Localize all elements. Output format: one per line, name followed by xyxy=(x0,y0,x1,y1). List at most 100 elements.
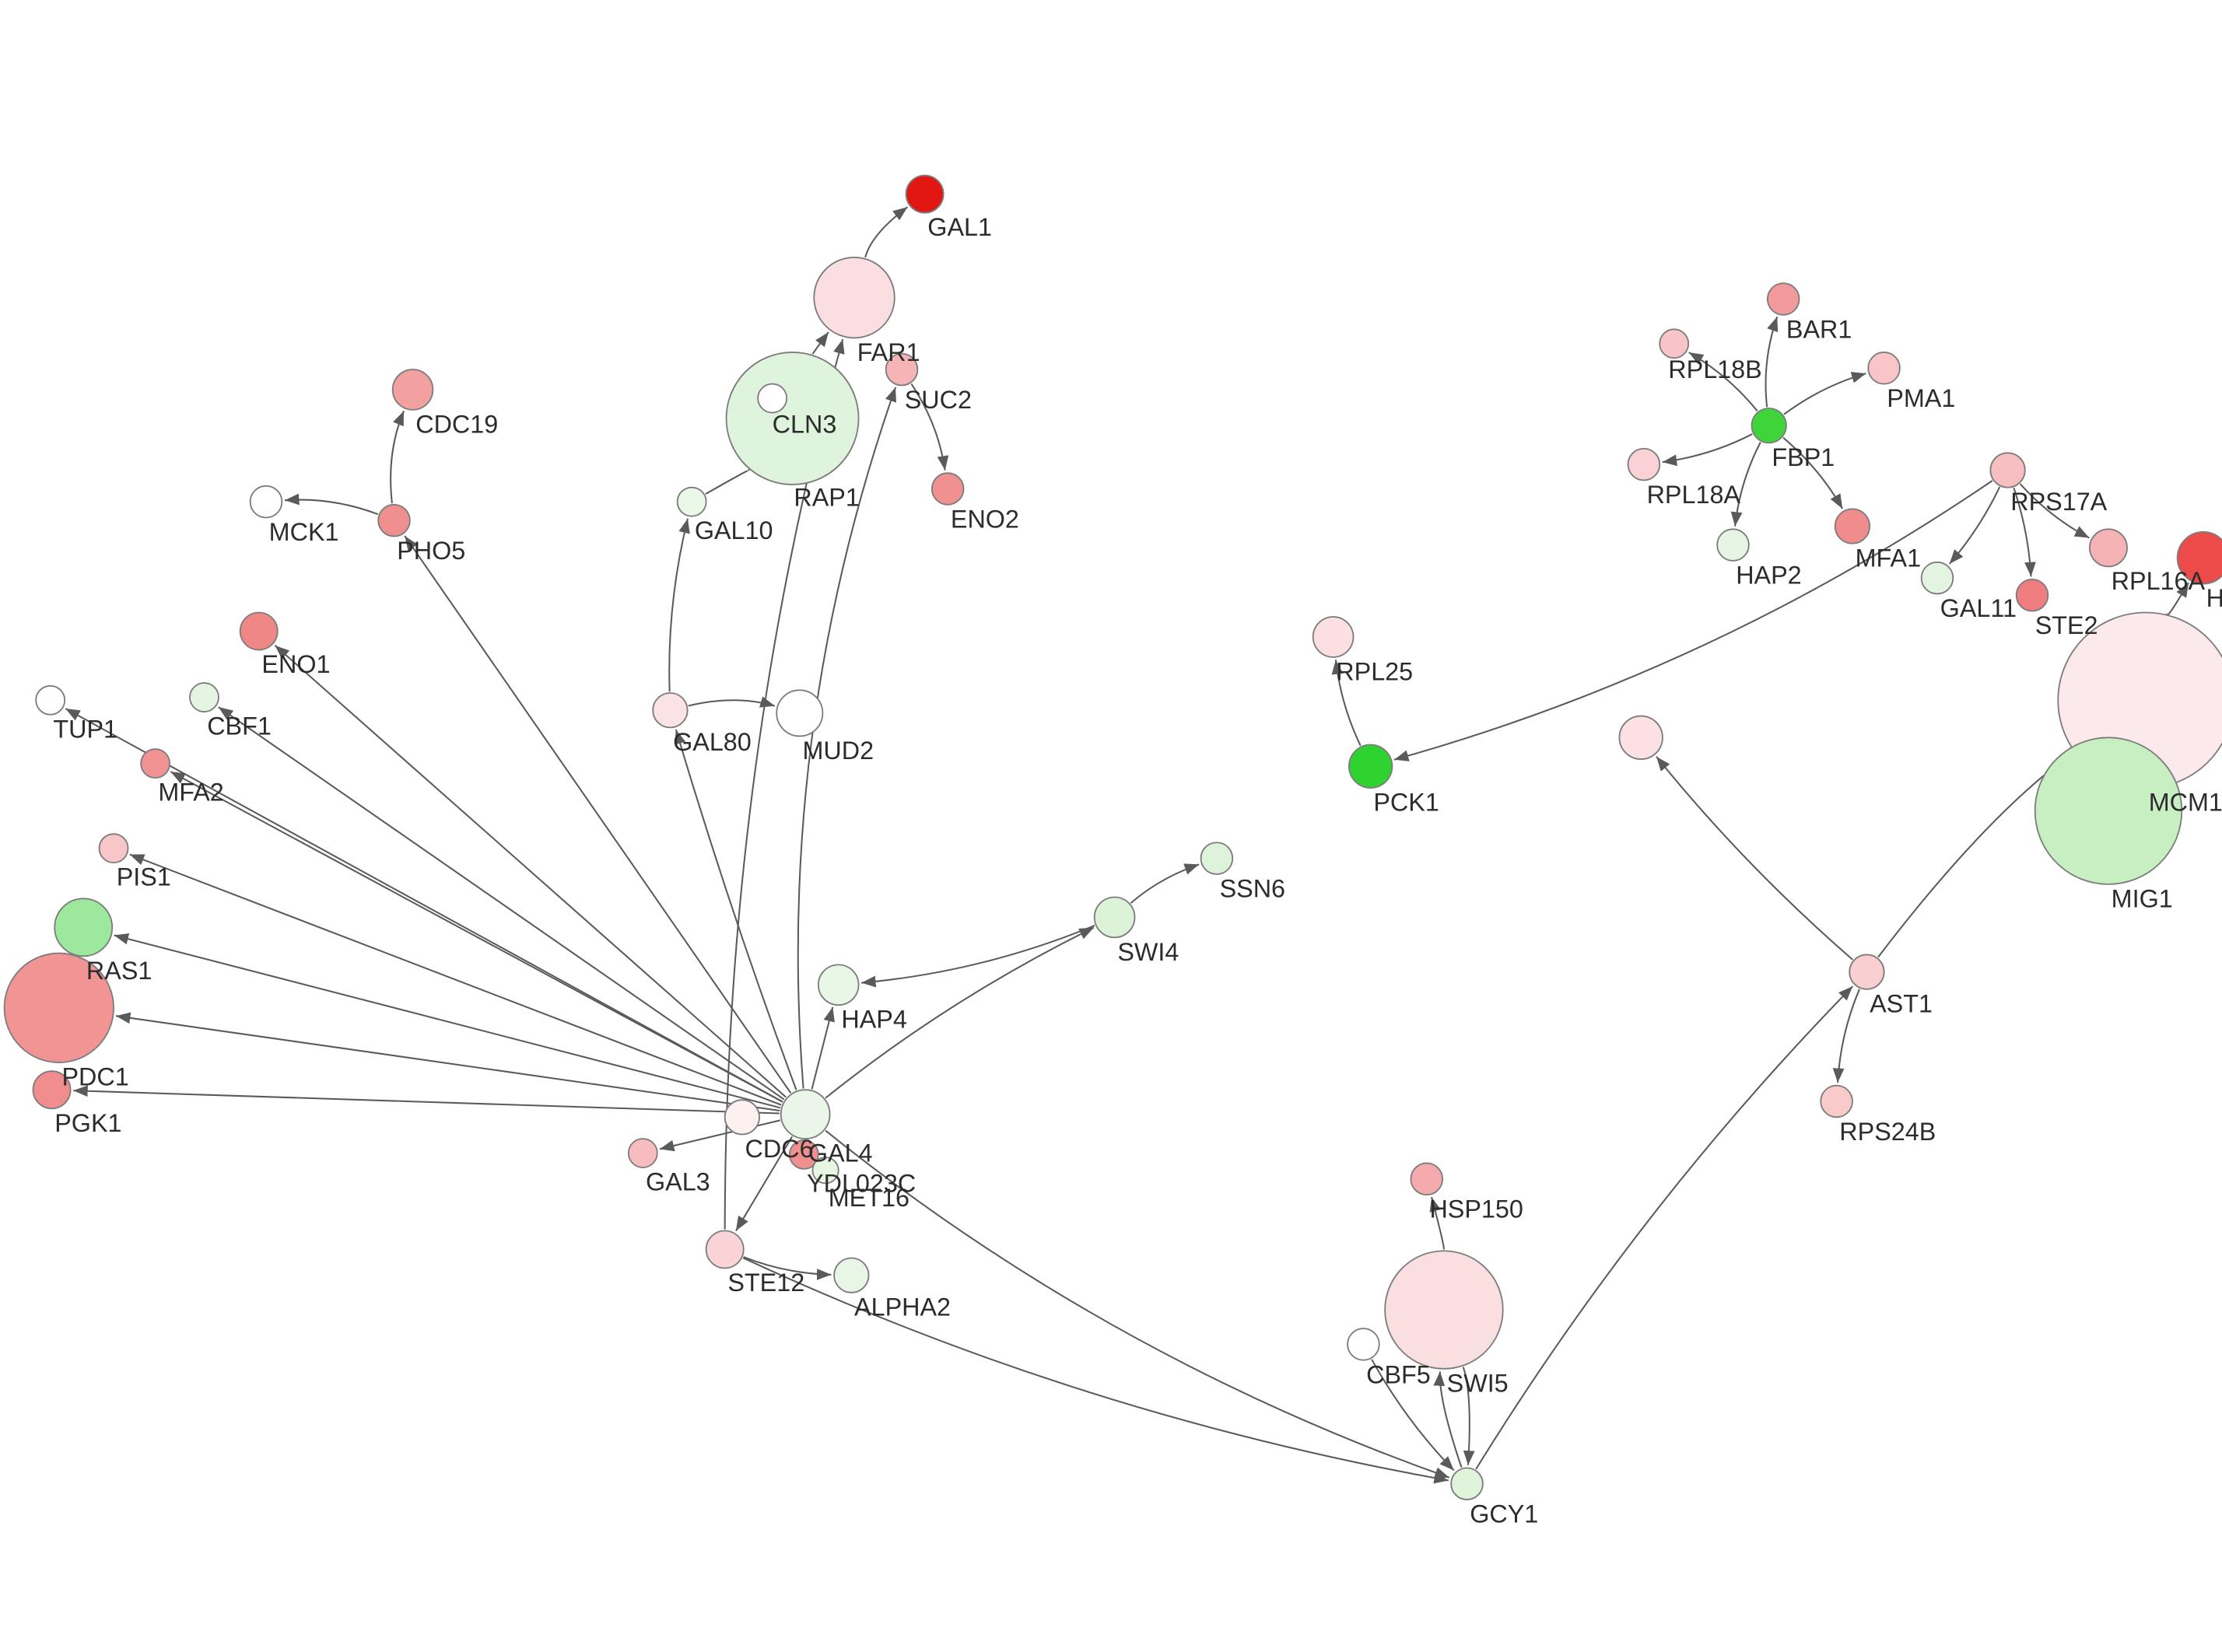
edge-rps17a-pck1[interactable] xyxy=(1393,480,1993,761)
edge-gal4-ste12[interactable] xyxy=(735,1136,794,1232)
node-gcy1[interactable] xyxy=(1450,1467,1484,1500)
edge-gal4-tup1[interactable] xyxy=(65,708,783,1103)
node-gal11[interactable] xyxy=(1920,561,1954,595)
edge-fbp1-mfa1[interactable] xyxy=(1782,436,1844,509)
node-mfa2[interactable] xyxy=(140,748,171,779)
edge-rps17a-gal11[interactable] xyxy=(1948,486,2001,565)
edge-gcy1-swi5[interactable] xyxy=(1433,1371,1463,1468)
edge-suc2-eno2[interactable] xyxy=(910,383,949,471)
node-tup1[interactable] xyxy=(35,684,66,716)
node-cbf5[interactable] xyxy=(1347,1328,1380,1361)
node-mck1[interactable] xyxy=(249,485,283,519)
node-his4[interactable] xyxy=(2176,531,2222,585)
node-mfa1[interactable] xyxy=(1834,508,1871,544)
node-ras1[interactable] xyxy=(54,898,114,957)
edge-far1-gal1[interactable] xyxy=(864,206,909,258)
node-pho5[interactable] xyxy=(377,503,411,537)
edge-gal4-gal80[interactable] xyxy=(675,729,797,1090)
edge-gal80-mud2[interactable] xyxy=(688,696,776,708)
node-ste12[interactable] xyxy=(705,1230,745,1269)
edge-fbp1-bar1[interactable] xyxy=(1765,316,1779,408)
edge-ast1-node1[interactable] xyxy=(1656,756,1853,961)
node-cdc6[interactable] xyxy=(724,1099,760,1136)
node-alpha2[interactable] xyxy=(833,1257,870,1293)
node-ast1[interactable] xyxy=(1849,954,1885,990)
edge-gal4-mfa2[interactable] xyxy=(170,771,783,1103)
edge-ste12-alpha2[interactable] xyxy=(743,1256,832,1280)
node-pma1[interactable] xyxy=(1867,351,1901,385)
node-swi4[interactable] xyxy=(1093,896,1136,939)
edge-gal4-swi4[interactable] xyxy=(825,926,1095,1099)
edge-cln3-far1[interactable] xyxy=(811,331,829,355)
edge-gal4-pdc1[interactable] xyxy=(115,1012,780,1112)
node-met16[interactable] xyxy=(811,1157,839,1185)
edge-gal80-gal10[interactable] xyxy=(668,518,690,692)
node-rpl25[interactable] xyxy=(1312,616,1355,658)
edge-gcy1-ast1[interactable] xyxy=(1475,985,1854,1470)
node-rpl18b[interactable] xyxy=(1659,328,1690,359)
edge-gal4-pho5[interactable] xyxy=(404,535,792,1094)
edge-fbp1-pma1[interactable] xyxy=(1783,372,1866,415)
node-mud2[interactable] xyxy=(776,689,824,737)
edge-gal4-cbf1[interactable] xyxy=(218,706,785,1101)
edge-gal4-suc2[interactable] xyxy=(797,387,897,1089)
node-node1[interactable] xyxy=(1618,715,1663,760)
node-gal1[interactable] xyxy=(905,174,945,214)
node-rpl16a[interactable] xyxy=(2089,528,2128,568)
edge-gal10-cln3[interactable] xyxy=(705,456,762,495)
edge-ste12-gcy1[interactable] xyxy=(742,1257,1449,1484)
node-ste2[interactable] xyxy=(2015,579,2049,612)
edge-gal4-gcy1[interactable] xyxy=(825,1129,1450,1479)
edge-pck1-rpl25[interactable] xyxy=(1331,660,1362,747)
edge-fbp1-rpl18b[interactable] xyxy=(1688,352,1758,412)
edge-swi5-hsp150[interactable] xyxy=(1429,1196,1445,1250)
node-mig1[interactable] xyxy=(2034,737,2183,885)
edge-gal4-eno1[interactable] xyxy=(274,645,787,1098)
node-gal10[interactable] xyxy=(676,486,707,517)
node-ydl023c[interactable] xyxy=(788,1139,819,1170)
node-rpl18a[interactable] xyxy=(1627,447,1661,481)
node-rap1[interactable] xyxy=(757,383,788,414)
node-eno2[interactable] xyxy=(931,472,965,506)
node-gal80[interactable] xyxy=(652,692,689,729)
node-cdc19[interactable] xyxy=(391,369,434,411)
node-pdc1[interactable] xyxy=(3,952,114,1064)
node-hap4[interactable] xyxy=(817,964,860,1006)
node-far1[interactable] xyxy=(813,256,895,339)
node-bar1[interactable] xyxy=(1766,282,1800,316)
node-rps17a[interactable] xyxy=(1989,452,2026,488)
edge-fbp1-rpl18a[interactable] xyxy=(1662,433,1753,467)
edge-gal4-pis1[interactable] xyxy=(129,853,782,1106)
edge-pho5-mck1[interactable] xyxy=(284,493,379,516)
node-eno1[interactable] xyxy=(239,611,279,651)
node-label-pdc1: PDC1 xyxy=(61,1063,128,1091)
edge-swi5-gcy1[interactable] xyxy=(1462,1367,1475,1465)
edge-rps17a-ste2[interactable] xyxy=(2013,487,2036,577)
edge-pho5-cdc19[interactable] xyxy=(390,410,405,504)
node-cbf1[interactable] xyxy=(189,682,219,712)
edge-gal4-ras1[interactable] xyxy=(114,933,781,1109)
node-swi5[interactable] xyxy=(1384,1250,1504,1370)
node-pgk1[interactable] xyxy=(32,1070,72,1110)
edge-gal4-pgk1[interactable] xyxy=(73,1085,780,1115)
node-pis1[interactable] xyxy=(98,833,129,864)
node-pck1[interactable] xyxy=(1348,744,1393,789)
node-fbp1[interactable] xyxy=(1751,408,1787,444)
node-rps24b[interactable] xyxy=(1820,1084,1853,1118)
edge-rps17a-rpl16a[interactable] xyxy=(2019,483,2090,539)
node-hsp150[interactable] xyxy=(1410,1162,1444,1196)
node-cln3[interactable] xyxy=(725,351,860,485)
node-gal3[interactable] xyxy=(627,1138,658,1168)
edge-swi4-ssn6[interactable] xyxy=(1130,863,1200,904)
edge-ast1-rps24b[interactable] xyxy=(1832,989,1860,1083)
node-ssn6[interactable] xyxy=(1200,842,1234,875)
edge-gal4-hap4[interactable] xyxy=(811,1006,835,1090)
node-gal4[interactable] xyxy=(780,1089,831,1139)
edge-fbp1-hap2[interactable] xyxy=(1730,442,1761,527)
edge-gal4-gal3[interactable] xyxy=(659,1119,781,1152)
edge-cbf5-gcy1[interactable] xyxy=(1371,1359,1455,1472)
node-hap2[interactable] xyxy=(1716,528,1750,562)
edge-swi4-hap4[interactable] xyxy=(861,924,1095,988)
node-suc2[interactable] xyxy=(885,352,919,387)
